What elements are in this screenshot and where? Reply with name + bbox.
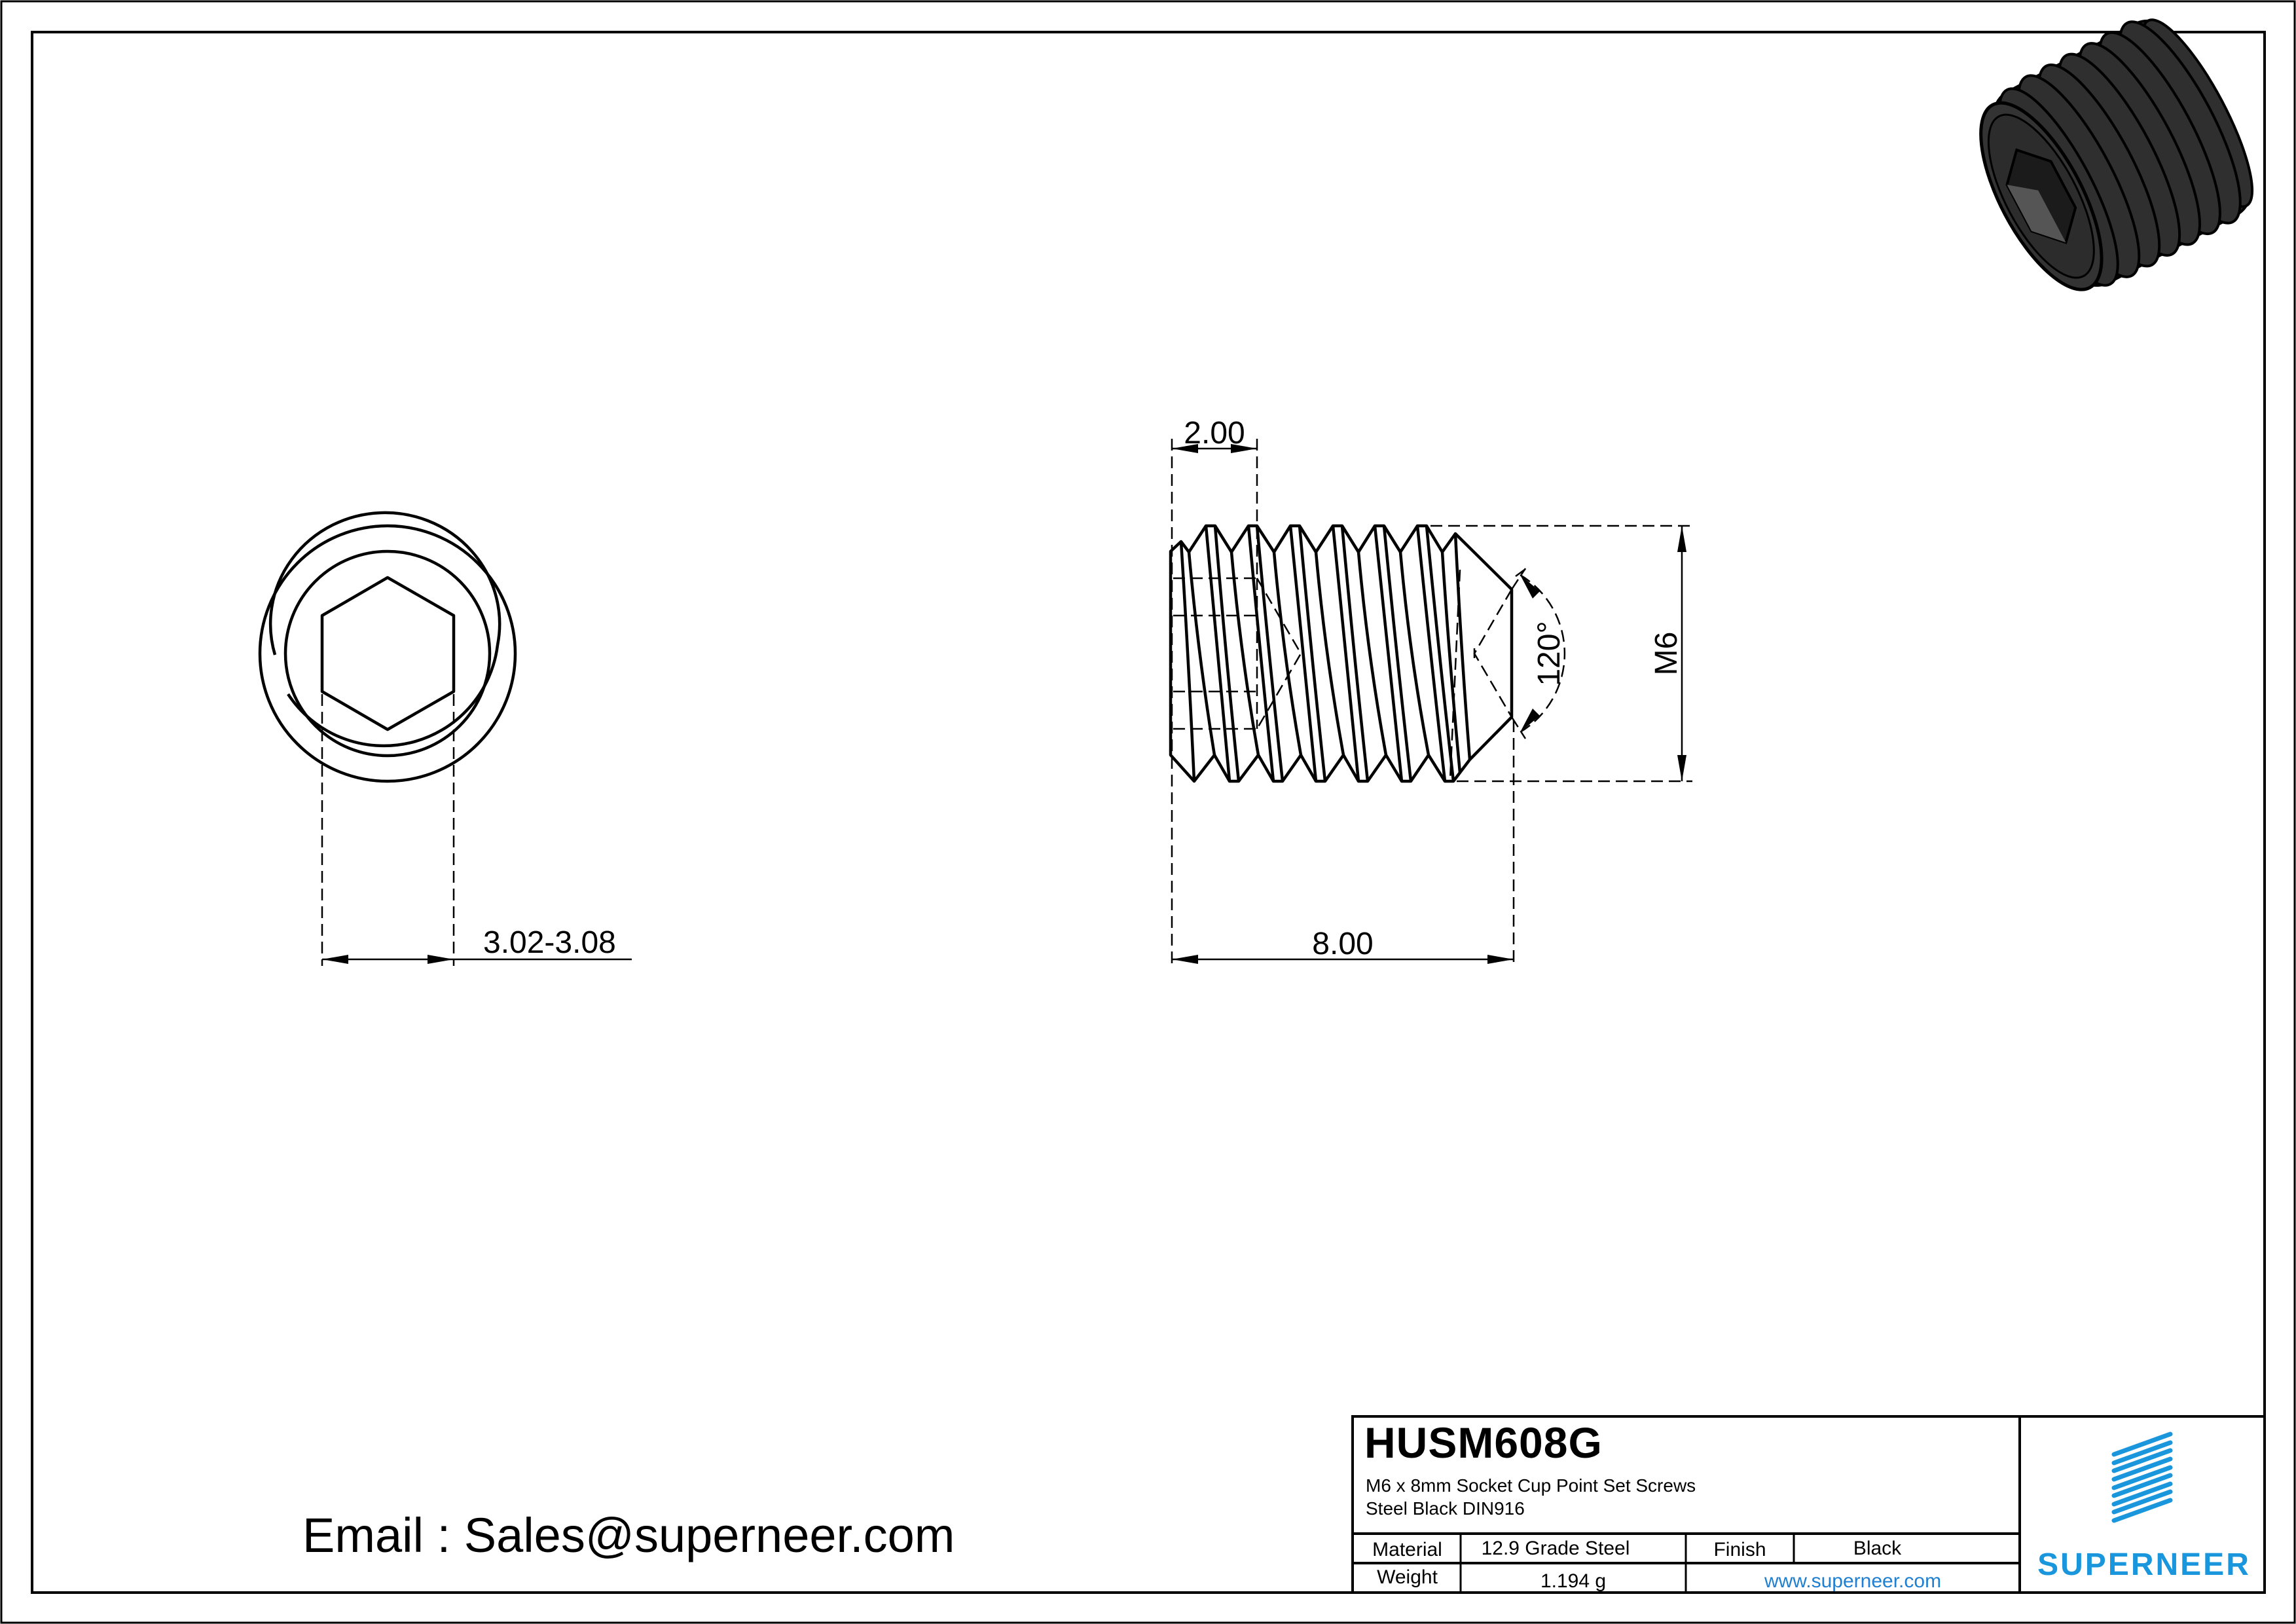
angle-dimension-arc (1520, 574, 1566, 733)
brand-name: SUPERNEER (2037, 1547, 2251, 1582)
arrowhead (1172, 444, 1198, 453)
arrowhead (1520, 709, 1540, 732)
arrowhead (1172, 955, 1198, 964)
finish-value: Black (1853, 1538, 1902, 1559)
socket-depth-label: 2.00 (1184, 416, 1245, 451)
title-block-frame (1351, 1415, 2266, 1594)
material-label: Material (1372, 1539, 1442, 1560)
contact-email[interactable]: Email : Sales@superneer.com (302, 1508, 955, 1562)
superneer-logo-icon (2111, 1431, 2173, 1523)
arrowhead (428, 955, 454, 964)
part-number: HUSM608G (1364, 1418, 1603, 1467)
socket-hidden-lines (1173, 569, 1513, 780)
length-label: 8.00 (1312, 927, 1373, 961)
root-circle (283, 549, 492, 758)
arrowhead (1520, 575, 1540, 599)
side-view: 2.00 8.00 M6 120° (1169, 416, 1692, 966)
part-description-line2: Steel Black DIN916 (1366, 1498, 1525, 1519)
hex-dimension-label: 3.02-3.08 (483, 925, 616, 960)
arrowhead (1677, 526, 1686, 552)
arrowhead (1487, 955, 1514, 964)
front-view: 3.02-3.08 (258, 511, 632, 966)
finish-label: Finish (1713, 1539, 1766, 1560)
angle-extension-top (1510, 568, 1527, 590)
arrowhead (1231, 444, 1257, 453)
material-value: 12.9 Grade Steel (1481, 1538, 1630, 1559)
outer-thread-circle (258, 524, 517, 783)
arrowhead (1677, 755, 1686, 781)
thread-start-spiral (268, 511, 501, 748)
part-description-line1: M6 x 8mm Socket Cup Point Set Screws (1366, 1475, 1696, 1496)
thread-size-label: M6 (1649, 632, 1684, 676)
website-link[interactable]: www.superneer.com (1764, 1570, 1942, 1592)
hex-socket (320, 576, 456, 731)
arrowhead (322, 955, 348, 964)
cup-angle-label: 120° (1532, 621, 1567, 686)
screw-profile-outline (1169, 524, 1514, 783)
thread-flanks (1179, 525, 1472, 782)
weight-value: 1.194 g (1540, 1570, 1607, 1592)
inner-border (31, 31, 2266, 1594)
weight-label: Weight (1377, 1566, 1438, 1588)
angle-extension-bottom (1510, 716, 1527, 739)
isometric-screw-render (1979, 18, 2254, 291)
